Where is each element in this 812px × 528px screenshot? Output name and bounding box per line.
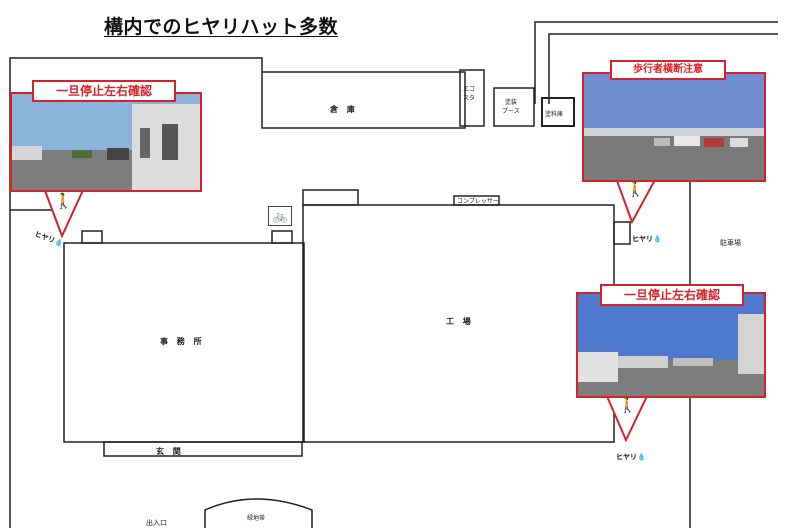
office-label: 事 務 所 xyxy=(160,337,205,346)
factory-annex-right xyxy=(613,221,631,245)
pedestrian-icon: 🚶 xyxy=(618,396,637,414)
right-inner-wall xyxy=(548,33,778,104)
entrance-box xyxy=(103,441,303,457)
eco-box xyxy=(459,69,485,127)
paint-store-label: 塗料庫 xyxy=(545,111,564,118)
callout-3-hiyari: ヒヤリ💧 xyxy=(616,453,646,461)
left-outer-wall xyxy=(9,57,466,528)
warehouse-label: 倉 庫 xyxy=(330,105,358,114)
compressor-label: コンプレッサー xyxy=(457,198,499,205)
callout-1-photo xyxy=(10,92,202,192)
factory-annex xyxy=(302,189,359,206)
paint-booth-box xyxy=(493,87,535,127)
green-zone-label: 緑地帯 xyxy=(247,515,266,522)
callout-2-heading: 歩行者横断注意 xyxy=(610,60,726,80)
bicycle-icon: 🚲 xyxy=(268,206,292,226)
paint-store-box xyxy=(541,97,575,127)
page-title: 構内でのヒヤリハット多数 xyxy=(104,16,339,38)
callout-1-heading: 一旦停止左右確認 xyxy=(32,80,176,102)
right-top-wall xyxy=(534,21,778,104)
exit-label: 出入口 xyxy=(146,519,167,527)
paint-booth-label: 塗装 ブース xyxy=(502,99,520,115)
callout-2-photo xyxy=(582,72,766,182)
pedestrian-icon: 🚶 xyxy=(626,180,645,198)
pedestrian-icon: 🚶 xyxy=(54,192,73,210)
callout-2-hiyari: ヒヤリ💧 xyxy=(632,235,662,243)
office-annex-2 xyxy=(271,230,293,244)
green-zone-outline xyxy=(204,498,313,528)
eco-label: エコ スタ xyxy=(463,86,476,102)
compressor-box xyxy=(453,195,500,206)
callout-3-photo xyxy=(576,292,766,398)
entrance-label: 玄 関 xyxy=(156,447,184,456)
parking-label: 駐車場 xyxy=(720,239,741,247)
factory-label: 工 場 xyxy=(446,317,474,326)
office-annex-1 xyxy=(81,230,103,244)
callout-3-heading: 一旦停止左右確認 xyxy=(600,284,744,306)
